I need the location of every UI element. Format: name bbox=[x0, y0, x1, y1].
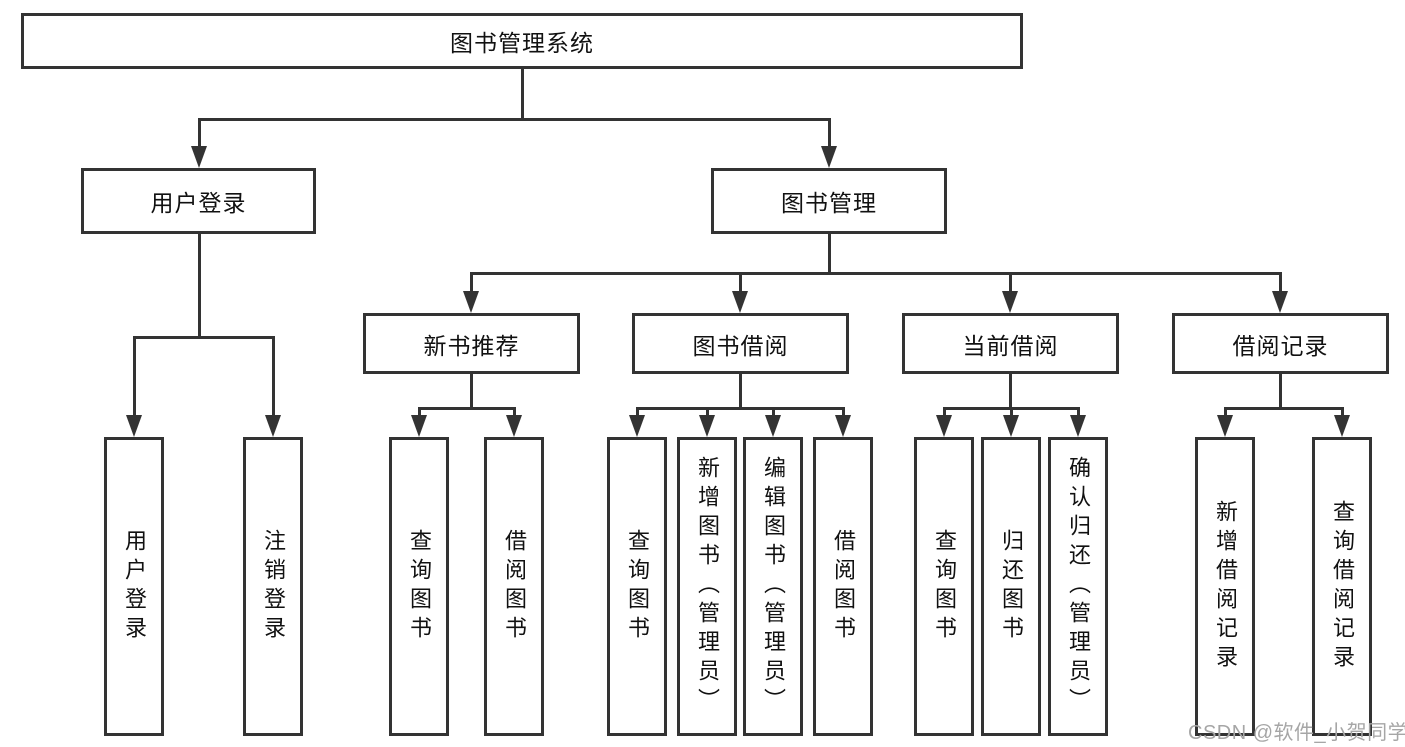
leaf-borrow-edit-books: 编辑图书（管理员） bbox=[743, 437, 803, 736]
node-borrowing-records-label: 借阅记录 bbox=[1232, 332, 1329, 359]
connector-vertical-line bbox=[739, 272, 742, 292]
arrowhead-down-icon bbox=[699, 415, 715, 437]
connector-vertical-line bbox=[470, 272, 473, 292]
connector-horizontal-line bbox=[418, 407, 516, 410]
arrowhead-down-icon bbox=[936, 415, 952, 437]
csdn-watermark: CSDN @软件_小贺同学 bbox=[1188, 722, 1405, 744]
leaf-records-add-record-label: 新增借阅记录 bbox=[1213, 499, 1238, 674]
leaf-records-query-record-label: 查询借阅记录 bbox=[1330, 499, 1355, 674]
node-new-book-recommend: 新书推荐 bbox=[363, 313, 580, 374]
leaf-borrow-add-books-label: 新增图书（管理员） bbox=[695, 456, 720, 717]
leaf-user-login-label: 用户登录 bbox=[122, 528, 147, 645]
arrowhead-down-icon bbox=[126, 415, 142, 437]
leaf-recommend-borrow-books: 借阅图书 bbox=[484, 437, 544, 736]
leaf-current-query-books-label: 查询图书 bbox=[932, 528, 957, 645]
leaf-records-add-record: 新增借阅记录 bbox=[1195, 437, 1255, 736]
connector-vertical-line bbox=[706, 407, 709, 417]
connector-vertical-line bbox=[1341, 407, 1344, 417]
connector-vertical-line bbox=[521, 69, 524, 121]
connector-vertical-line bbox=[772, 407, 775, 417]
node-current-borrowing-label: 当前借阅 bbox=[962, 332, 1059, 359]
node-user-login-label: 用户登录 bbox=[150, 190, 247, 216]
connector-vertical-line bbox=[739, 374, 742, 410]
connector-vertical-line bbox=[418, 407, 421, 417]
connector-vertical-line bbox=[1279, 272, 1282, 292]
connector-vertical-line bbox=[1279, 374, 1282, 410]
connector-vertical-line bbox=[842, 407, 845, 417]
node-user-login: 用户登录 bbox=[81, 168, 316, 234]
connector-horizontal-line bbox=[198, 118, 831, 121]
node-root-label: 图书管理系统 bbox=[450, 30, 594, 56]
connector-vertical-line bbox=[272, 336, 275, 416]
connector-vertical-line bbox=[1224, 407, 1227, 417]
connector-vertical-line bbox=[1010, 407, 1013, 417]
connector-horizontal-line bbox=[636, 407, 845, 410]
leaf-current-return-books: 归还图书 bbox=[981, 437, 1041, 736]
leaf-borrow-edit-books-label: 编辑图书（管理员） bbox=[761, 456, 786, 717]
connector-vertical-line bbox=[828, 118, 831, 148]
leaf-borrow-borrow-books: 借阅图书 bbox=[813, 437, 873, 736]
leaf-current-confirm-return: 确认归还（管理员） bbox=[1048, 437, 1108, 736]
arrowhead-down-icon bbox=[506, 415, 522, 437]
leaf-current-confirm-return-label: 确认归还（管理员） bbox=[1066, 456, 1091, 717]
connector-vertical-line bbox=[513, 407, 516, 417]
arrowhead-down-icon bbox=[732, 291, 748, 313]
leaf-logout-label: 注销登录 bbox=[261, 528, 286, 645]
node-root-system: 图书管理系统 bbox=[21, 13, 1023, 69]
arrowhead-down-icon bbox=[411, 415, 427, 437]
node-book-management-label: 图书管理 bbox=[781, 190, 877, 216]
node-book-borrowing-label: 图书借阅 bbox=[692, 332, 789, 359]
connector-vertical-line bbox=[133, 336, 136, 416]
leaf-logout: 注销登录 bbox=[243, 437, 303, 736]
leaf-borrow-borrow-books-label: 借阅图书 bbox=[831, 528, 856, 645]
arrowhead-down-icon bbox=[1217, 415, 1233, 437]
node-borrowing-records: 借阅记录 bbox=[1172, 313, 1389, 374]
leaf-current-return-books-label: 归还图书 bbox=[999, 528, 1024, 645]
connector-vertical-line bbox=[1009, 272, 1012, 292]
arrowhead-down-icon bbox=[1002, 291, 1018, 313]
connector-vertical-line bbox=[470, 374, 473, 410]
leaf-borrow-add-books: 新增图书（管理员） bbox=[677, 437, 737, 736]
arrowhead-down-icon bbox=[835, 415, 851, 437]
leaf-current-query-books: 查询图书 bbox=[914, 437, 974, 736]
arrowhead-down-icon bbox=[191, 146, 207, 168]
arrowhead-down-icon bbox=[1272, 291, 1288, 313]
leaf-records-query-record: 查询借阅记录 bbox=[1312, 437, 1372, 736]
leaf-recommend-query-books-label: 查询图书 bbox=[407, 528, 432, 645]
connector-horizontal-line bbox=[133, 336, 275, 339]
node-book-management: 图书管理 bbox=[711, 168, 947, 234]
node-current-borrowing: 当前借阅 bbox=[902, 313, 1119, 374]
connector-horizontal-line bbox=[943, 407, 1080, 410]
connector-vertical-line bbox=[1077, 407, 1080, 417]
leaf-borrow-query-books-label: 查询图书 bbox=[625, 528, 650, 645]
arrowhead-down-icon bbox=[765, 415, 781, 437]
arrowhead-down-icon bbox=[1334, 415, 1350, 437]
connector-vertical-line bbox=[636, 407, 639, 417]
connector-horizontal-line bbox=[470, 272, 1282, 275]
leaf-borrow-query-books: 查询图书 bbox=[607, 437, 667, 736]
arrowhead-down-icon bbox=[463, 291, 479, 313]
leaf-recommend-query-books: 查询图书 bbox=[389, 437, 449, 736]
arrowhead-down-icon bbox=[1070, 415, 1086, 437]
node-new-book-recommend-label: 新书推荐 bbox=[423, 332, 520, 359]
arrowhead-down-icon bbox=[821, 146, 837, 168]
arrowhead-down-icon bbox=[1003, 415, 1019, 437]
leaf-recommend-borrow-books-label: 借阅图书 bbox=[502, 528, 527, 645]
connector-horizontal-line bbox=[1224, 407, 1344, 410]
arrowhead-down-icon bbox=[265, 415, 281, 437]
node-book-borrowing: 图书借阅 bbox=[632, 313, 849, 374]
arrowhead-down-icon bbox=[629, 415, 645, 437]
connector-vertical-line bbox=[198, 234, 201, 339]
connector-vertical-line bbox=[198, 118, 201, 148]
connector-vertical-line bbox=[1009, 374, 1012, 410]
connector-vertical-line bbox=[943, 407, 946, 417]
leaf-user-login: 用户登录 bbox=[104, 437, 164, 736]
connector-vertical-line bbox=[828, 234, 831, 275]
